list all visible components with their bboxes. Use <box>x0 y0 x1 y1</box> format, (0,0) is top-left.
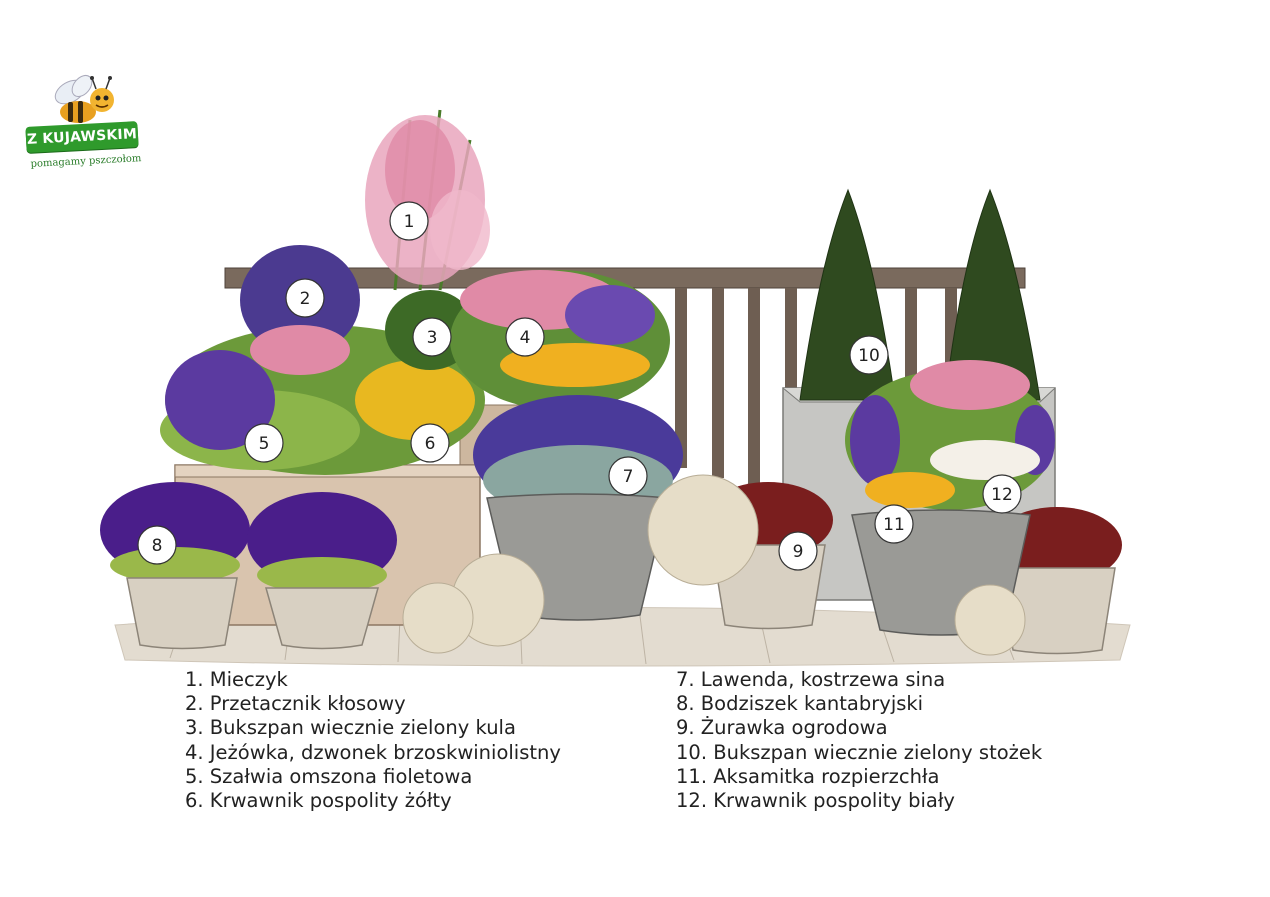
marker-3: 3 <box>412 317 452 357</box>
legend-item: 11. Aksamitka rozpierzchła <box>676 764 940 788</box>
svg-text:2: 2 <box>300 289 311 309</box>
legend-item: 4. Jeżówka, dzwonek brzoskwiniolistny <box>185 740 561 764</box>
marker-8: 8 <box>137 525 177 565</box>
marker-9: 9 <box>778 531 818 571</box>
gladiolus <box>365 109 490 291</box>
marker-1: 1 <box>389 201 429 241</box>
legend-item: 3. Bukszpan wiecznie zielony kula <box>185 716 516 740</box>
marker-5: 5 <box>244 423 284 463</box>
left-planter-plants <box>160 245 485 475</box>
svg-text:9: 9 <box>793 542 804 562</box>
svg-text:12: 12 <box>991 485 1013 505</box>
number-markers: 1 2 3 4 5 6 7 8 9 10 11 12 <box>137 201 1022 571</box>
svg-text:4: 4 <box>520 328 531 348</box>
svg-text:1: 1 <box>404 212 415 232</box>
svg-text:3: 3 <box>427 328 438 348</box>
legend-item: 12. Krwawnik pospolity biały <box>676 789 955 813</box>
legend-item: 2. Przetacznik kłosowy <box>185 692 406 716</box>
svg-text:7: 7 <box>623 467 634 487</box>
svg-text:5: 5 <box>259 434 270 454</box>
svg-text:6: 6 <box>425 434 436 454</box>
bee-icon <box>54 74 114 123</box>
legend-left: 1. Mieczyk 2. Przetacznik kłosowy 3. Buk… <box>185 668 561 813</box>
marker-7: 7 <box>608 456 648 496</box>
coneflower-plants <box>450 270 670 410</box>
marker-10: 10 <box>849 335 889 375</box>
logo: Z KUJAWSKIM pomagamy pszczołom <box>22 72 152 192</box>
marker-2: 2 <box>285 278 325 318</box>
legend-item: 6. Krwawnik pospolity żółty <box>185 789 452 813</box>
marker-6: 6 <box>410 423 450 463</box>
marker-4: 4 <box>505 317 545 357</box>
marker-11: 11 <box>874 504 914 544</box>
svg-text:11: 11 <box>883 515 905 535</box>
marker-12: 12 <box>982 474 1022 514</box>
legend-item: 5. Szałwia omszona fioletowa <box>185 764 473 788</box>
legend-item: 8. Bodziszek kantabryjski <box>676 692 924 716</box>
svg-text:8: 8 <box>152 536 163 556</box>
legend-item: 1. Mieczyk <box>185 668 288 691</box>
legend-item: 10. Bukszpan wiecznie zielony stożek <box>676 740 1043 764</box>
svg-text:10: 10 <box>858 346 880 366</box>
legend-item: 9. Żurawka ogrodowa <box>676 716 888 740</box>
legend-item: 7. Lawenda, kostrzewa sina <box>676 668 946 691</box>
stone-spheres <box>402 474 1026 656</box>
legend-right: 7. Lawenda, kostrzewa sina 8. Bodziszek … <box>676 668 1042 813</box>
